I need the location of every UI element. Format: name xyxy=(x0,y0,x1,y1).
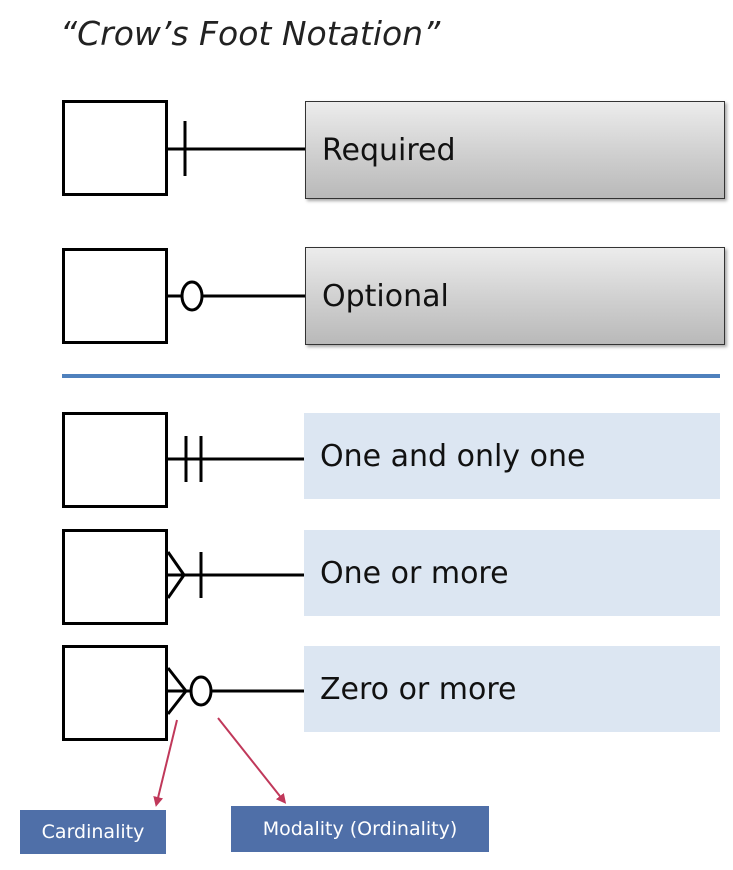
entity-box-optional xyxy=(62,248,168,344)
label-zero-or-more: Zero or more xyxy=(304,646,720,732)
modality-arrow xyxy=(217,717,287,804)
symbol-required xyxy=(168,121,305,176)
entity-box-zero-or-more xyxy=(62,645,168,741)
circle-mark xyxy=(189,675,213,707)
cardinality-arrow xyxy=(153,719,178,807)
section-divider xyxy=(62,374,720,378)
circle-mark xyxy=(180,280,204,312)
cardinality-tag: Cardinality xyxy=(20,810,166,854)
crows-foot-upper xyxy=(166,667,188,692)
entity-box-one-and-only-one xyxy=(62,412,168,508)
label-required: Required xyxy=(305,101,725,199)
diagram-title: “Crow’s Foot Notation” xyxy=(60,14,441,53)
entity-box-one-or-more xyxy=(62,529,168,625)
modality-tag: Modality (Ordinality) xyxy=(231,806,489,852)
label-one-and-only-one: One and only one xyxy=(304,413,720,499)
crows-foot-upper xyxy=(166,551,186,576)
symbol-optional xyxy=(168,280,305,312)
symbol-one-and-only-one xyxy=(168,436,304,482)
label-optional: Optional xyxy=(305,247,725,345)
label-one-or-more: One or more xyxy=(304,530,720,616)
crows-foot-lower xyxy=(166,574,186,599)
crows-foot-lower xyxy=(166,690,188,715)
entity-box-required xyxy=(62,100,168,196)
symbol-zero-or-more xyxy=(166,667,304,715)
symbol-one-or-more xyxy=(166,551,304,599)
